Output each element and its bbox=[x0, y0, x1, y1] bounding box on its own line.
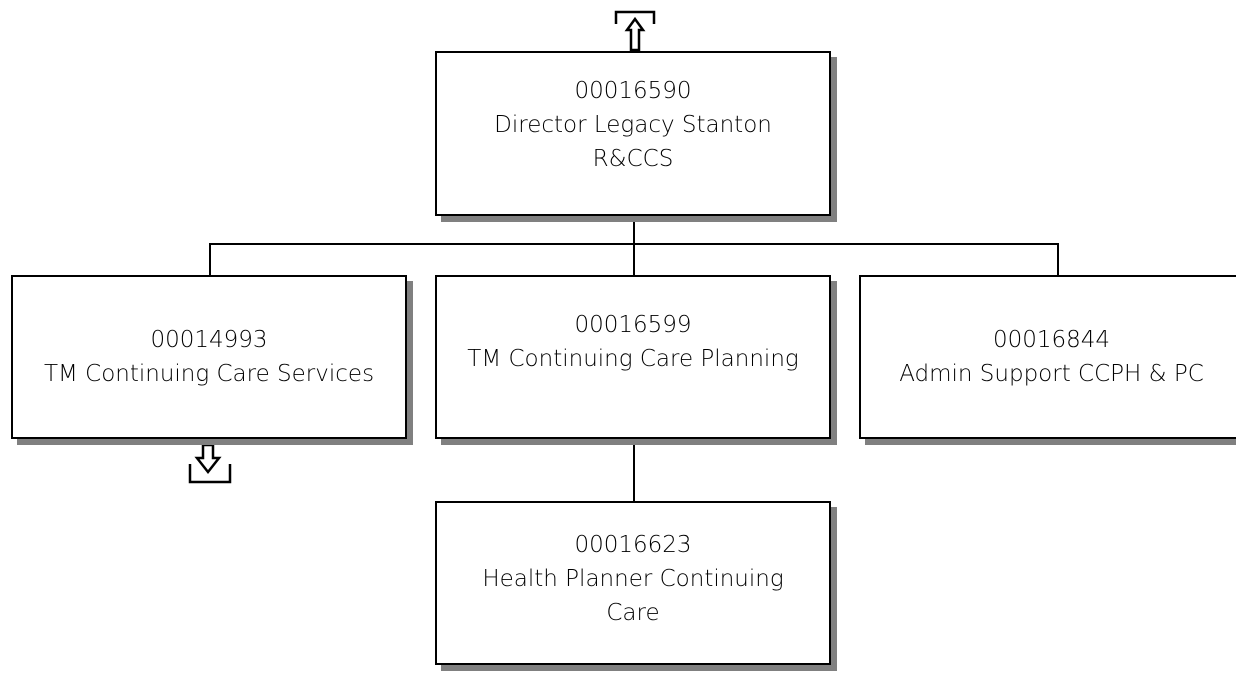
position-title: Health Planner Continuing bbox=[482, 566, 784, 592]
connector-planning-to-health-planner bbox=[633, 437, 635, 503]
position-number: 00016623 bbox=[574, 532, 692, 558]
org-node-admin[interactable]: 00016844 Admin Support CCPH & PC bbox=[859, 275, 1236, 439]
position-title: TM Continuing Care Planning bbox=[467, 346, 799, 372]
connector-to-admin bbox=[1057, 243, 1059, 276]
position-number: 00016599 bbox=[574, 312, 692, 338]
position-title-continued: R&CCS bbox=[592, 145, 674, 172]
position-number: 00014993 bbox=[150, 327, 268, 353]
org-node-planning[interactable]: 00016599 TM Continuing Care Planning bbox=[435, 275, 831, 439]
navigate-down-icon[interactable] bbox=[186, 444, 234, 484]
position-title: TM Continuing Care Services bbox=[43, 361, 375, 387]
navigate-up-icon[interactable] bbox=[614, 10, 656, 52]
position-title: Director Legacy Stanton bbox=[494, 111, 772, 138]
connector-director-down bbox=[633, 214, 635, 244]
position-title-continued: Care bbox=[606, 600, 660, 626]
org-node-health-planner[interactable]: 00016623 Health Planner Continuing Care bbox=[435, 501, 831, 665]
position-title: Admin Support CCPH & PC bbox=[899, 361, 1204, 387]
connector-to-planning bbox=[633, 243, 635, 276]
connector-to-services bbox=[209, 243, 211, 276]
org-node-services[interactable]: 00014993 TM Continuing Care Services bbox=[11, 275, 407, 439]
position-number: 00016590 bbox=[574, 77, 692, 104]
position-number: 00016844 bbox=[992, 327, 1111, 353]
org-node-director[interactable]: 00016590 Director Legacy Stanton R&CCS bbox=[435, 51, 831, 216]
